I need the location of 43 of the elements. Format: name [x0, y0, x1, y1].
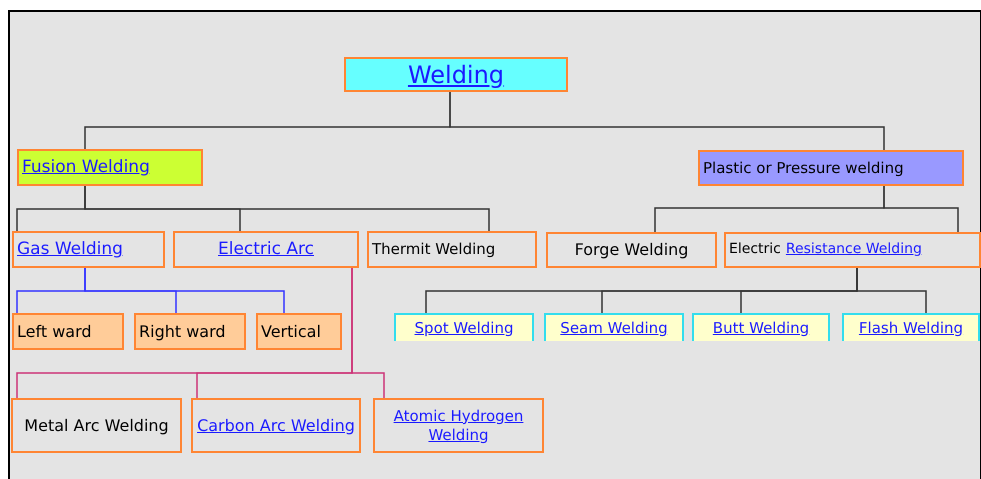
category-box	[12, 231, 165, 268]
category-box	[256, 313, 342, 350]
category-box	[173, 231, 359, 268]
node-text: Vertical	[261, 322, 321, 342]
category-box	[17, 149, 203, 186]
node-text: Right ward	[139, 322, 226, 342]
node-text: Left ward	[17, 322, 92, 342]
link-text: Welding	[408, 60, 504, 90]
link-text: Fusion Welding	[22, 156, 150, 178]
connector-line	[856, 268, 927, 313]
node-text: Metal Arc Welding	[24, 416, 169, 436]
link-text: Seam Welding	[560, 318, 668, 338]
connector-line	[84, 186, 490, 231]
category-box	[394, 313, 534, 341]
category-box	[544, 313, 684, 341]
node-text: Plastic or Pressure welding	[703, 158, 904, 178]
category-box	[842, 313, 980, 341]
link-text: Gas Welding	[17, 238, 123, 260]
node-text: Electric	[729, 241, 781, 259]
category-box	[546, 232, 717, 268]
connector-line	[351, 268, 385, 398]
connector-line	[883, 186, 959, 232]
category-box	[12, 313, 124, 350]
category-box	[724, 232, 981, 268]
link-text: Flash Welding	[858, 318, 964, 338]
category-box	[373, 398, 544, 453]
category-box	[698, 150, 964, 186]
link-text: Atomic Hydrogen Welding	[392, 406, 524, 444]
link-text: Carbon Arc Welding	[197, 416, 355, 436]
connector-line	[84, 268, 285, 313]
link-text: Spot Welding	[414, 318, 514, 338]
node-text: Forge Welding	[574, 240, 688, 260]
category-box	[344, 57, 568, 92]
link-text: Electric Arc	[218, 238, 314, 260]
category-box	[11, 398, 182, 453]
link-text: Resistance Welding	[786, 241, 922, 259]
link-text: Butt Welding	[712, 318, 810, 338]
node-text: Thermit Welding	[372, 240, 496, 259]
category-box	[367, 231, 537, 268]
category-box	[134, 313, 246, 350]
connector-line	[449, 92, 885, 150]
category-box	[191, 398, 361, 453]
category-box	[692, 313, 830, 341]
